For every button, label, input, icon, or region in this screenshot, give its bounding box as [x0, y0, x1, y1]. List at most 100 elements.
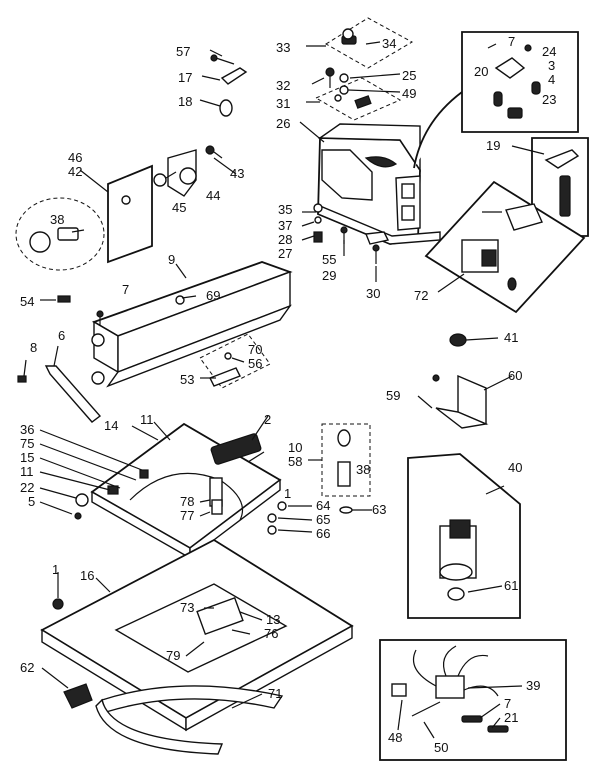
callout-7-switch: 7 — [508, 34, 515, 49]
callout-29: 29 — [322, 268, 336, 283]
callout-62: 62 — [20, 660, 34, 675]
leader-lines — [23, 41, 545, 739]
callout-11-left: 11 — [20, 464, 34, 479]
callout-25: 25 — [402, 68, 416, 83]
lamp-38-inset — [15, 197, 105, 271]
callout-33: 33 — [276, 40, 290, 55]
callout-38-top: 38 — [356, 462, 370, 477]
callout-17: 17 — [178, 70, 192, 85]
callout-61: 61 — [504, 578, 518, 593]
callout-20: 20 — [474, 64, 488, 79]
callout-59: 59 — [386, 388, 400, 403]
callout-31: 31 — [276, 96, 290, 111]
callout-36: 36 — [20, 422, 34, 437]
callout-28: 28 — [278, 232, 292, 247]
callout-9: 9 — [168, 252, 175, 267]
callout-49: 49 — [402, 86, 416, 101]
bracket-44 — [167, 149, 197, 197]
callout-22: 22 — [20, 480, 34, 495]
screws-78-77 — [209, 477, 223, 515]
cover-plate-33 — [325, 17, 414, 69]
pin-54 — [57, 295, 71, 303]
callout-40: 40 — [508, 460, 522, 475]
clips-left — [74, 469, 149, 520]
knob-41 — [449, 333, 467, 347]
callout-27: 27 — [278, 246, 292, 261]
motor-40-inset — [407, 453, 521, 619]
callout-11-top: 11 — [140, 412, 154, 427]
callout-58: 58 — [288, 454, 302, 469]
knob-45 — [153, 171, 177, 187]
callout-65: 65 — [316, 512, 330, 527]
callout-77: 77 — [180, 508, 194, 523]
callout-37: 37 — [278, 218, 292, 233]
callout-2: 2 — [264, 412, 271, 427]
callout-42: 42 — [68, 164, 82, 179]
callout-55: 55 — [322, 252, 336, 267]
callout-78: 78 — [180, 494, 194, 509]
callout-79: 79 — [166, 648, 180, 663]
callout-23: 23 — [542, 92, 556, 107]
callout-56: 56 — [248, 356, 262, 371]
callout-16: 16 — [80, 568, 94, 583]
callout-43: 43 — [230, 166, 244, 181]
callout-38-lamp: 38 — [50, 212, 64, 227]
callout-71: 71 — [268, 686, 282, 701]
foot-62 — [63, 683, 93, 709]
callout-50: 50 — [434, 740, 448, 755]
callout-57: 57 — [176, 44, 190, 59]
bracket-60 — [432, 374, 489, 429]
callout-1-top: 1 — [284, 486, 291, 501]
callout-1-base: 1 — [52, 562, 59, 577]
nut-25-49 — [339, 73, 349, 95]
callout-60: 60 — [508, 368, 522, 383]
clip-17 — [220, 67, 248, 85]
callout-34: 34 — [382, 36, 396, 51]
callout-53: 53 — [180, 372, 194, 387]
base-16 — [40, 538, 354, 732]
bracket-19-inset — [531, 137, 589, 237]
callout-7-harness: 7 — [504, 696, 511, 711]
plate-46 — [107, 164, 153, 264]
callout-3: 3 — [548, 58, 555, 73]
callout-35: 35 — [278, 202, 292, 217]
callout-13: 13 — [266, 612, 280, 627]
callout-76: 76 — [264, 626, 278, 641]
callout-54: 54 — [20, 294, 34, 309]
callout-75: 75 — [20, 436, 34, 451]
callout-44: 44 — [206, 188, 220, 203]
switch-inset — [413, 31, 579, 169]
callout-8: 8 — [30, 340, 37, 355]
screw-57 — [210, 54, 235, 65]
ring-18 — [219, 99, 233, 117]
callout-4: 4 — [548, 72, 555, 87]
callout-64: 64 — [316, 498, 330, 513]
callout-labels: 57 17 18 33 34 25 32 49 31 26 7 24 20 3 … — [20, 34, 556, 755]
callout-26: 26 — [276, 116, 290, 131]
lamp-58-inset — [321, 423, 371, 497]
callout-15: 15 — [20, 450, 34, 465]
callout-70: 70 — [248, 342, 262, 357]
stand-71 — [95, 685, 284, 755]
callout-63: 63 — [372, 502, 386, 517]
handle-2 — [210, 433, 262, 465]
callout-32: 32 — [276, 78, 290, 93]
pin-8 — [17, 375, 27, 383]
callout-73: 73 — [180, 600, 194, 615]
callout-45: 45 — [172, 200, 186, 215]
callout-6: 6 — [58, 328, 65, 343]
callout-19: 19 — [486, 138, 500, 153]
callout-7-fence: 7 — [122, 282, 129, 297]
solenoid-72-inset — [424, 180, 586, 314]
callout-18: 18 — [178, 94, 192, 109]
callout-14: 14 — [104, 418, 118, 433]
lever-6 — [44, 365, 102, 423]
wiring-harness-inset — [379, 639, 567, 761]
callout-21: 21 — [504, 710, 518, 725]
screw-7 — [96, 310, 104, 326]
callout-5: 5 — [28, 494, 35, 509]
callout-10: 10 — [288, 440, 302, 455]
callout-30: 30 — [366, 286, 380, 301]
